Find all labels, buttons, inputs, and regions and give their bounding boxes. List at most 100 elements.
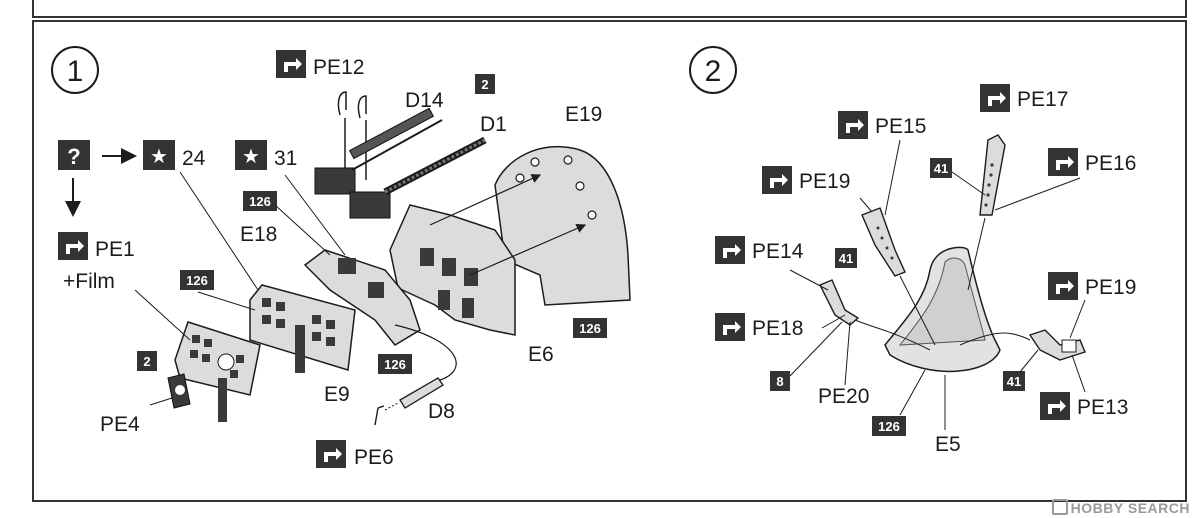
paint-badge-41: 41 [934, 161, 948, 176]
leader-41-pe17 [951, 171, 986, 196]
photo-etch-badge [980, 84, 1010, 112]
leader-film [134, 289, 191, 341]
photo-etch-badge [762, 166, 792, 194]
photo-etch-badge [58, 232, 88, 260]
star-icon: ★ [242, 146, 260, 168]
part-pe6 [374, 405, 385, 426]
bend-arrow-icon [1056, 156, 1074, 170]
paint-badge-8: 8 [776, 374, 783, 389]
leader-e5-paint [899, 369, 926, 416]
paint-badge [475, 74, 495, 94]
top-frame [32, 0, 1187, 18]
paint-badge-126: 126 [384, 357, 406, 372]
e18-label: E18 [240, 223, 277, 246]
leader-31 [284, 174, 346, 256]
leader-pe20 [844, 321, 851, 386]
watermark: HOBBY SEARCH [1051, 499, 1190, 516]
pe18-label: PE18 [752, 317, 803, 340]
bend-arrow-icon [1048, 400, 1066, 414]
e19-holes [515, 155, 597, 220]
paint-badge [378, 354, 412, 374]
bend-arrow-icon [324, 448, 342, 462]
d1-label: D1 [480, 113, 507, 136]
step-1-number: 1 [67, 55, 84, 88]
step-2: 2 E5 126 PE17 41 PE16 [689, 46, 1136, 456]
paint-badge [1003, 371, 1025, 391]
e9-label: E9 [324, 383, 350, 406]
pe1-dial [217, 353, 235, 371]
arrow-e6-to-e19 [429, 174, 542, 226]
hobbysearch-logo-icon [1051, 499, 1068, 515]
instruction-frame [32, 20, 1187, 502]
paint-badge [930, 158, 952, 178]
watermark-suffix: SEARCH [1127, 500, 1190, 516]
leader-pe15 [884, 139, 901, 216]
part-e19 [494, 145, 631, 306]
bend-arrow-icon [988, 92, 1006, 106]
pe19-upper-label: PE19 [799, 170, 850, 193]
machine-gun-d14 [314, 107, 443, 195]
step-1: 1 ? ★ 24 ★ 31 PE1 +Film PE12 [51, 46, 631, 469]
e18-detail [338, 258, 384, 298]
star-decal-31-badge: ★ [235, 140, 267, 170]
leader-buckle-right-to-seat [959, 332, 1031, 346]
decal-24-label: 24 [182, 147, 206, 170]
bend-arrow-icon [723, 321, 741, 335]
paint-badge-126: 126 [186, 273, 208, 288]
paint-badge-126: 126 [878, 419, 900, 434]
paint-badge-41: 41 [1007, 374, 1021, 389]
pe17-label: PE17 [1017, 88, 1068, 111]
cable-to-d8 [394, 324, 457, 381]
paint-badge [243, 191, 277, 211]
d8-label: D8 [428, 400, 455, 423]
paint-badge-126: 126 [249, 194, 271, 209]
part-pe14-buckle [819, 279, 860, 326]
belt-holes [876, 226, 894, 260]
e5-label: E5 [935, 433, 961, 456]
paint-badge [872, 416, 906, 436]
bend-arrow-icon [66, 240, 84, 254]
e19-label: E19 [565, 103, 602, 126]
question-badge: ? [58, 140, 90, 170]
step-2-circle [689, 46, 737, 94]
d14-label: D14 [405, 89, 444, 112]
machine-gun-d1 [349, 136, 487, 219]
paint-badge [770, 371, 790, 391]
leader-pe16 [994, 177, 1081, 211]
paint-badge-126: 126 [579, 321, 601, 336]
photo-etch-badge [838, 111, 868, 139]
e9-instruments [262, 298, 335, 373]
leader-pe19-upper [859, 197, 873, 213]
pe20-label: PE20 [818, 385, 869, 408]
buckle-ring [1061, 339, 1077, 353]
photo-etch-badge [276, 50, 306, 78]
pe13-label: PE13 [1077, 396, 1128, 419]
leader-pe14 [789, 269, 829, 291]
star-decal-24-badge: ★ [143, 140, 175, 170]
arrow-e6-to-e19-lower [469, 223, 587, 276]
seat-inner [898, 257, 986, 346]
step-1-circle [51, 46, 99, 94]
photo-etch-badge [1040, 392, 1070, 420]
pe6-label: PE6 [354, 446, 394, 469]
pe4-label: PE4 [100, 413, 140, 436]
pe12-parts [337, 91, 367, 180]
photo-etch-badge [715, 313, 745, 341]
part-pe19-belt [861, 207, 906, 277]
part-pe1 [174, 321, 261, 396]
paint-badge-41: 41 [839, 251, 853, 266]
leader-pe18 [821, 314, 846, 329]
step-2-number: 2 [705, 55, 722, 88]
part-e18 [303, 249, 421, 346]
pe12-label: PE12 [313, 56, 364, 79]
photo-etch-badge [1048, 148, 1078, 176]
pe14-label: PE14 [752, 240, 804, 263]
pe16-label: PE16 [1085, 152, 1136, 175]
decal-31-label: 31 [274, 147, 297, 170]
paint-badge-2: 2 [143, 354, 150, 369]
part-d8 [399, 377, 444, 409]
e6-label: E6 [528, 343, 554, 366]
pe1-instruments [190, 335, 244, 422]
pe4-hole [175, 385, 185, 395]
leader-41-lower [1019, 349, 1039, 373]
